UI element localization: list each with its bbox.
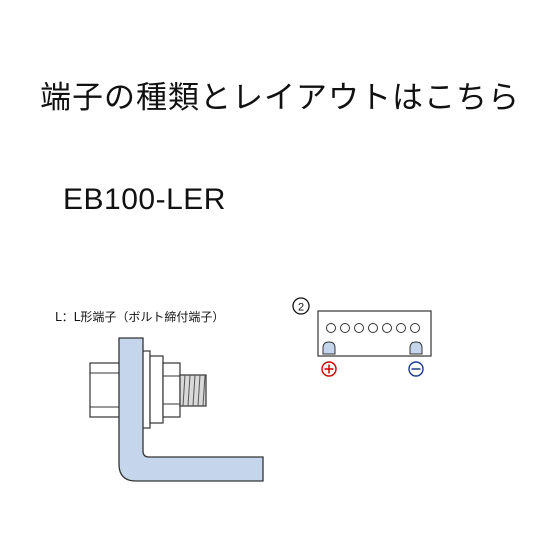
- layout-diagram: 2: [292, 297, 432, 377]
- positive-symbol: [321, 361, 337, 377]
- layout-badge-number: 2: [298, 302, 304, 314]
- washer-2: [149, 355, 164, 424]
- model-number: EB100-LER: [63, 183, 226, 216]
- vent-caps: [326, 323, 420, 333]
- positive-terminal-post: [322, 341, 336, 355]
- nut-left: [89, 362, 121, 418]
- l-plate: [118, 337, 264, 482]
- negative-terminal-post: [409, 341, 423, 355]
- negative-symbol: [408, 361, 424, 377]
- layout-badge-circle: [292, 297, 310, 315]
- nut-right: [162, 362, 181, 418]
- l-terminal-drawing: [89, 337, 264, 482]
- terminal-type-caption: L：L形端子（ボルト締付端子）: [55, 310, 225, 324]
- page-headline: 端子の種類とレイアウトはこちら: [40, 80, 520, 116]
